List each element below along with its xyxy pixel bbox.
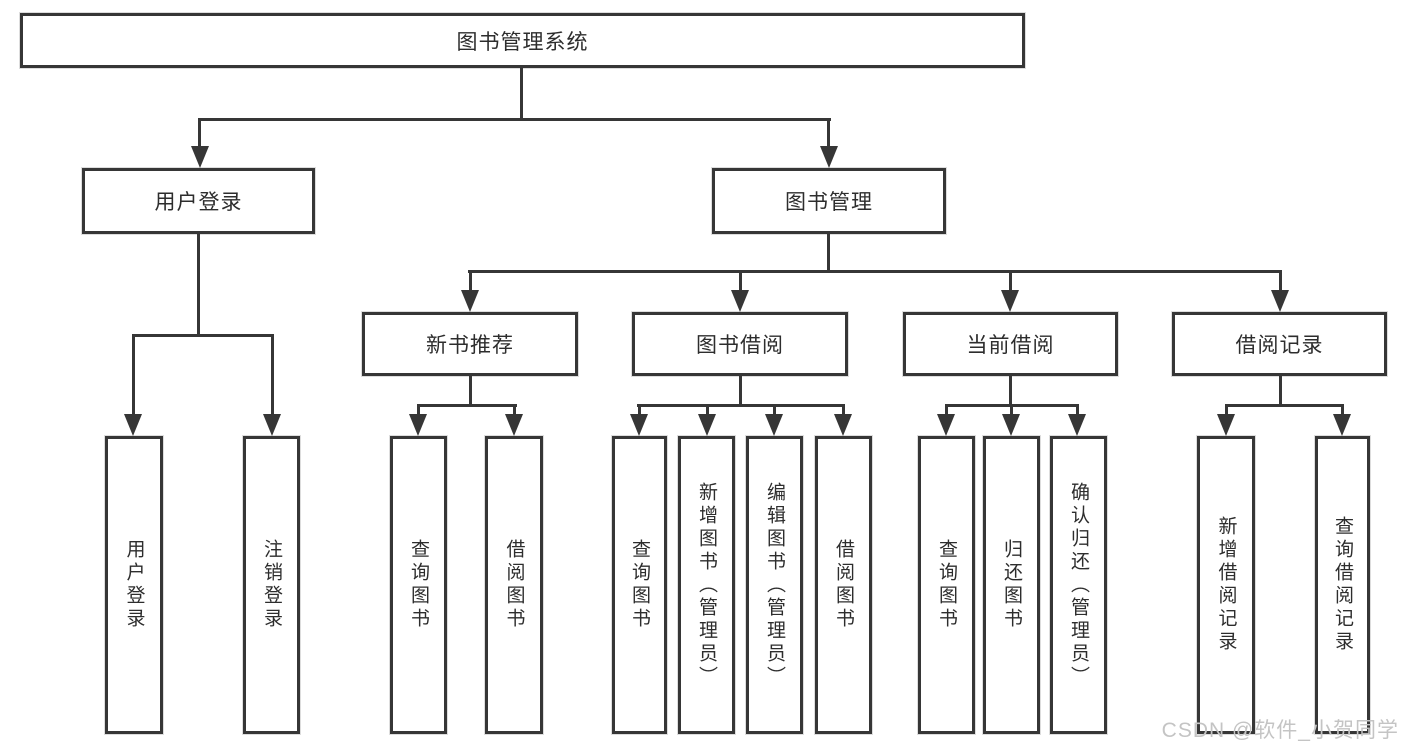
leaf-borrow-edit-book-admin: 编辑图书（管理员）: [746, 436, 803, 734]
connector-line: [706, 404, 709, 416]
connector-line: [1279, 376, 1282, 406]
arrow-down-icon: [191, 146, 209, 168]
leaf-borrow-add-book-admin: 新增图书（管理员）: [678, 436, 735, 734]
node-new-book-recommend: 新书推荐: [362, 312, 578, 376]
node-book-management: 图书管理: [712, 168, 946, 234]
node-user-login: 用户登录: [82, 168, 315, 234]
arrow-down-icon: [1001, 290, 1019, 312]
node-borrow-record: 借阅记录: [1172, 312, 1387, 376]
arrow-down-icon: [698, 414, 716, 436]
connector-line: [417, 404, 517, 407]
leaf-borrow-query-book: 查询图书: [612, 436, 667, 734]
connector-line: [638, 404, 641, 416]
connector-line: [773, 404, 776, 416]
node-current-borrow: 当前借阅: [903, 312, 1118, 376]
connector-line: [198, 118, 831, 121]
connector-line: [739, 376, 742, 406]
arrow-down-icon: [1068, 414, 1086, 436]
connector-line: [827, 234, 830, 272]
arrow-down-icon: [124, 414, 142, 436]
arrow-down-icon: [263, 414, 281, 436]
connector-line: [198, 118, 201, 150]
connector-line: [842, 404, 845, 416]
leaf-recommend-query-book: 查询图书: [390, 436, 447, 734]
leaf-record-add-record: 新增借阅记录: [1197, 436, 1255, 734]
connector-line: [469, 376, 472, 406]
leaf-current-query-book: 查询图书: [918, 436, 975, 734]
node-book-borrow: 图书借阅: [632, 312, 848, 376]
arrow-down-icon: [409, 414, 427, 436]
arrow-down-icon: [834, 414, 852, 436]
connector-line: [1076, 404, 1079, 416]
connector-line: [468, 270, 1282, 273]
connector-line: [1009, 376, 1012, 406]
leaf-recommend-borrow-book: 借阅图书: [485, 436, 543, 734]
connector-line: [945, 404, 948, 416]
arrow-down-icon: [937, 414, 955, 436]
connector-line: [132, 334, 274, 337]
arrow-down-icon: [1002, 414, 1020, 436]
leaf-logout: 注销登录: [243, 436, 300, 734]
leaf-borrow-borrow-book: 借阅图书: [815, 436, 872, 734]
arrow-down-icon: [461, 290, 479, 312]
leaf-record-query-record: 查询借阅记录: [1315, 436, 1370, 734]
leaf-user-login: 用户登录: [105, 436, 163, 734]
arrow-down-icon: [630, 414, 648, 436]
connector-line: [271, 334, 274, 414]
arrow-down-icon: [505, 414, 523, 436]
arrow-down-icon: [765, 414, 783, 436]
connector-line: [739, 270, 742, 292]
node-root-system: 图书管理系统: [20, 13, 1025, 68]
leaf-current-confirm-return-admin: 确认归还（管理员）: [1050, 436, 1107, 734]
arrow-down-icon: [820, 146, 838, 168]
connector-line: [637, 404, 845, 407]
connector-line: [197, 234, 200, 336]
connector-line: [132, 334, 135, 414]
connector-line: [1279, 270, 1282, 292]
connector-line: [469, 270, 472, 292]
connector-line: [513, 404, 516, 416]
connector-line: [1010, 404, 1013, 416]
connector-line: [1225, 404, 1228, 416]
watermark: CSDN @软件_小贺同学: [1161, 719, 1399, 742]
arrow-down-icon: [1271, 290, 1289, 312]
connector-line: [1009, 270, 1012, 292]
arrow-down-icon: [1333, 414, 1351, 436]
connector-line: [1341, 404, 1344, 416]
connector-line: [827, 118, 830, 150]
leaf-current-return-book: 归还图书: [983, 436, 1040, 734]
connector-line: [520, 68, 523, 120]
connector-line: [417, 404, 420, 416]
arrow-down-icon: [731, 290, 749, 312]
arrow-down-icon: [1217, 414, 1235, 436]
connector-line: [1225, 404, 1344, 407]
